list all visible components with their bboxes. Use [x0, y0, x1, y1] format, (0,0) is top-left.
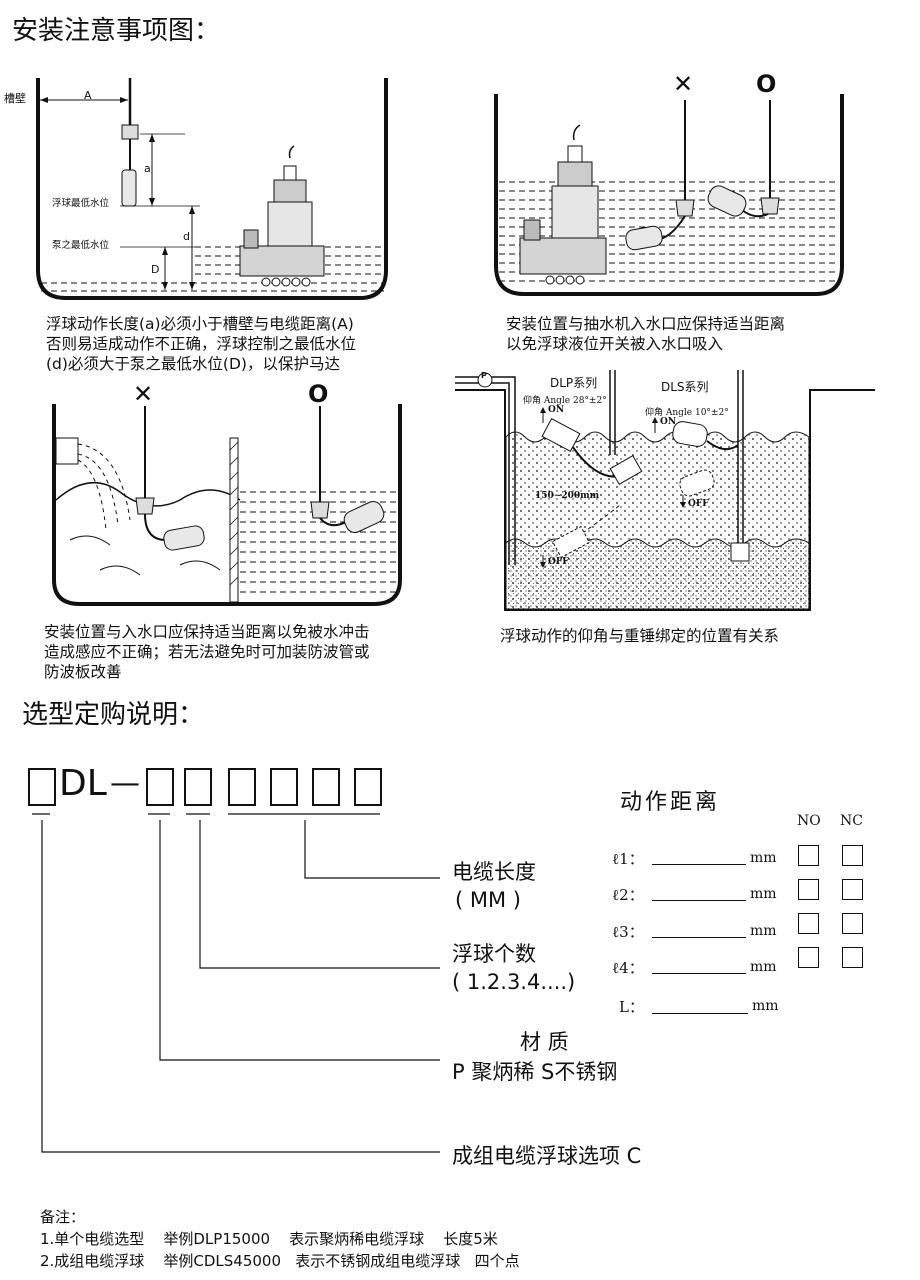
action-row-3-unit: mm — [750, 923, 777, 939]
float-count-values: ( 1.2.3.4....) — [452, 970, 576, 994]
dim-d-label: d — [183, 230, 190, 243]
cable-length-unit: ( MM ) — [455, 888, 521, 912]
material-label: 材 质 — [520, 1030, 569, 1054]
model-dash: — — [110, 766, 140, 801]
model-dl-text: DL — [59, 763, 107, 804]
tank-diagram-2 — [494, 94, 844, 296]
tank-diagram-3 — [52, 404, 402, 606]
figure3-caption: 安装位置与入水口应保持适当距离以免被水冲击 造成感应不正确；若无法避免时可加装防… — [44, 623, 370, 681]
dim-D-label: D — [151, 263, 160, 276]
action-row-4-blank[interactable] — [652, 973, 746, 974]
dim-A-label: A — [84, 89, 92, 102]
cable-length-label: 电缆长度 — [452, 860, 536, 884]
model-box-group — [28, 768, 56, 806]
action-row-4-unit: mm — [750, 959, 777, 975]
figure2-caption: 安装位置与抽水机入水口应保持适当距离 以免浮球液位开关被入水口吸入 — [506, 315, 786, 353]
action-row-2-blank[interactable] — [652, 900, 746, 901]
action-total-label: L： — [619, 998, 644, 1016]
tank-diagram-1 — [36, 78, 388, 300]
dim-a-label: a — [144, 162, 151, 175]
notes-line-1: 1.单个电缆选型 举例DLP15000 表示聚炳稀电缆浮球 长度5米 — [40, 1230, 498, 1248]
notes-line-2: 2.成组电缆浮球 举例CDLS45000 表示不锈钢成组电缆浮球 四个点 — [40, 1252, 520, 1270]
action-row-3-no-checkbox[interactable] — [798, 913, 819, 934]
distance-label: 150~200mm — [535, 491, 600, 501]
action-row-3-label: ℓ3： — [612, 923, 644, 941]
action-row-2-label: ℓ2： — [612, 886, 644, 904]
section-title-installation: 安装注意事项图： — [12, 16, 221, 46]
wall-label: 槽壁 — [4, 92, 26, 105]
model-box-length-1 — [228, 768, 256, 806]
notes-title: 备注： — [40, 1208, 86, 1226]
off-label-dls: OFF — [688, 499, 709, 509]
action-row-2-nc-checkbox[interactable] — [842, 879, 863, 900]
figure1-caption: 浮球动作长度(a)必须小于槽壁与电缆距离(A) 否则易适成动作不正确，浮球控制之… — [46, 315, 357, 373]
action-row-1-no-checkbox[interactable] — [798, 845, 819, 866]
right-mark-icon: O — [308, 380, 329, 408]
model-box-material — [146, 768, 174, 806]
dlp-series-label: DLP系列 — [550, 376, 598, 390]
action-row-4-no-checkbox[interactable] — [798, 947, 819, 968]
action-row-1-label: ℓ1： — [612, 850, 644, 868]
action-total-unit: mm — [752, 998, 779, 1014]
action-row-3-blank[interactable] — [652, 937, 746, 938]
action-row-2-no-checkbox[interactable] — [798, 879, 819, 900]
leader-lines — [32, 813, 440, 1153]
action-row-1-nc-checkbox[interactable] — [842, 845, 863, 866]
dls-series-label: DLS系列 — [661, 380, 709, 394]
float-min-level-label: 浮球最低水位 — [52, 198, 110, 209]
float-count-label: 浮球个数 — [452, 942, 536, 966]
figure-float-angle: P DLP系列 DLS系列 仰角 Angle 28°±2° 仰角 Angle 1… — [455, 365, 895, 615]
model-box-length-3 — [312, 768, 340, 806]
action-row-1-blank[interactable] — [652, 864, 746, 865]
dls-angle-label: 仰角 Angle 10°±2° — [645, 408, 729, 418]
tank-diagram-4 — [455, 370, 875, 611]
action-distance-title: 动作距离 — [620, 790, 721, 815]
action-row-4-label: ℓ4： — [612, 959, 644, 977]
pump-min-level-label: 泵之最低水位 — [52, 240, 110, 251]
wrong-mark-icon: ✕ — [673, 70, 694, 98]
action-row-1-unit: mm — [750, 850, 777, 866]
action-row-4-nc-checkbox[interactable] — [842, 947, 863, 968]
figure-float-distance: 槽壁 A a d D 浮球最低水位 泵之最低水位 — [0, 70, 400, 305]
right-mark-icon: O — [756, 70, 777, 98]
material-values: P 聚炳稀 S不锈钢 — [452, 1060, 618, 1084]
figure4-caption: 浮球动作的仰角与重锤绑定的位置有关系 — [500, 627, 780, 645]
pump-mark: P — [481, 371, 487, 380]
action-row-2-unit: mm — [750, 886, 777, 902]
no-header: NO — [797, 813, 821, 829]
model-box-float-count — [184, 768, 212, 806]
figure-pump-inlet: ✕ O — [490, 70, 850, 310]
wrong-mark-icon: ✕ — [133, 380, 154, 408]
on-label-dls: ON — [660, 417, 677, 427]
model-box-length-2 — [270, 768, 298, 806]
nc-header: NC — [840, 813, 863, 829]
on-label-dlp: ON — [548, 405, 565, 415]
figure-inlet-wave: ✕ O — [40, 380, 420, 610]
group-option-label: 成组电缆浮球选项 C — [452, 1144, 642, 1168]
action-row-3-nc-checkbox[interactable] — [842, 913, 863, 934]
dlp-angle-label: 仰角 Angle 28°±2° — [523, 396, 607, 406]
off-label-dlp: OFF — [548, 557, 569, 567]
model-box-length-4 — [354, 768, 382, 806]
action-total-blank[interactable] — [652, 1013, 748, 1014]
section-title-ordering: 选型定购说明： — [22, 700, 205, 730]
